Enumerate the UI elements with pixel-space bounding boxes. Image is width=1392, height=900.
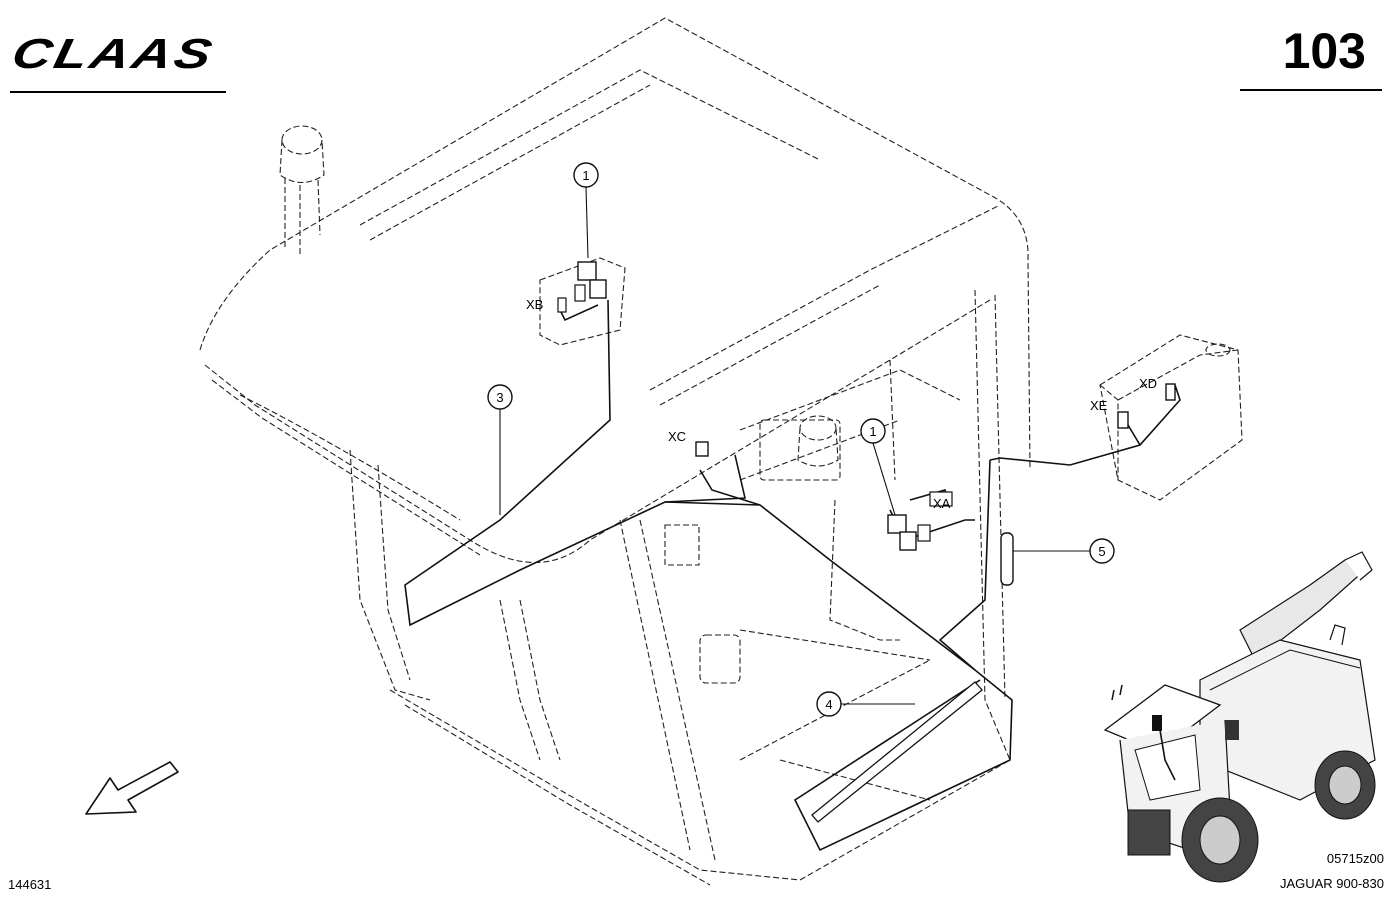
wiring-harness-tank (989, 384, 1181, 466)
direction-arrow-icon (85, 761, 179, 815)
label-xb: XB (526, 297, 543, 312)
machine-thumbnail (1103, 551, 1376, 883)
callout-3: 3 (487, 384, 513, 410)
page-number-underline (1240, 89, 1382, 91)
cab-roof-outline (199, 17, 1031, 564)
cable-strip-4 (811, 681, 983, 823)
label-xe: XE (1090, 398, 1108, 413)
connector-xd-plug (1165, 383, 1176, 401)
svg-text:1: 1 (869, 424, 876, 439)
drawing-reference: 05715z00 (1326, 851, 1384, 866)
svg-text:3: 3 (496, 390, 503, 405)
model-label: JAGUAR 900-830 (1279, 876, 1384, 891)
wiring-harness-4 (664, 459, 1013, 852)
callout-4: 4 (816, 691, 842, 717)
svg-text:5: 5 (1098, 544, 1105, 559)
relay-component-upper (557, 261, 607, 313)
connector-xc-plug (695, 441, 709, 457)
callout-1-upper: 1 (573, 162, 599, 188)
window-panel (664, 419, 841, 684)
connector-xe-plug (1117, 411, 1129, 429)
document-code-left: 144631 (8, 877, 52, 892)
page-number: 103 (1282, 23, 1366, 79)
callout-5: 5 (1089, 538, 1115, 564)
cab-frame-outline (349, 289, 1011, 886)
wiring-harness-3 (404, 299, 746, 627)
svg-text:4: 4 (825, 697, 832, 712)
relay-component-center (887, 491, 953, 551)
callout-1-center: 1 (860, 418, 886, 444)
roof-relay-box (539, 257, 626, 346)
label-xa: XA (933, 496, 951, 511)
label-xc: XC (668, 429, 686, 444)
logo-underline (10, 91, 226, 93)
label-xd: XD (1139, 376, 1157, 391)
svg-text:1: 1 (582, 168, 589, 183)
left-beacon (279, 125, 325, 255)
cable-strip-5 (1000, 532, 1014, 586)
rear-tank (1099, 334, 1243, 501)
center-beacon (797, 415, 839, 467)
callout-leaders (499, 186, 1090, 705)
